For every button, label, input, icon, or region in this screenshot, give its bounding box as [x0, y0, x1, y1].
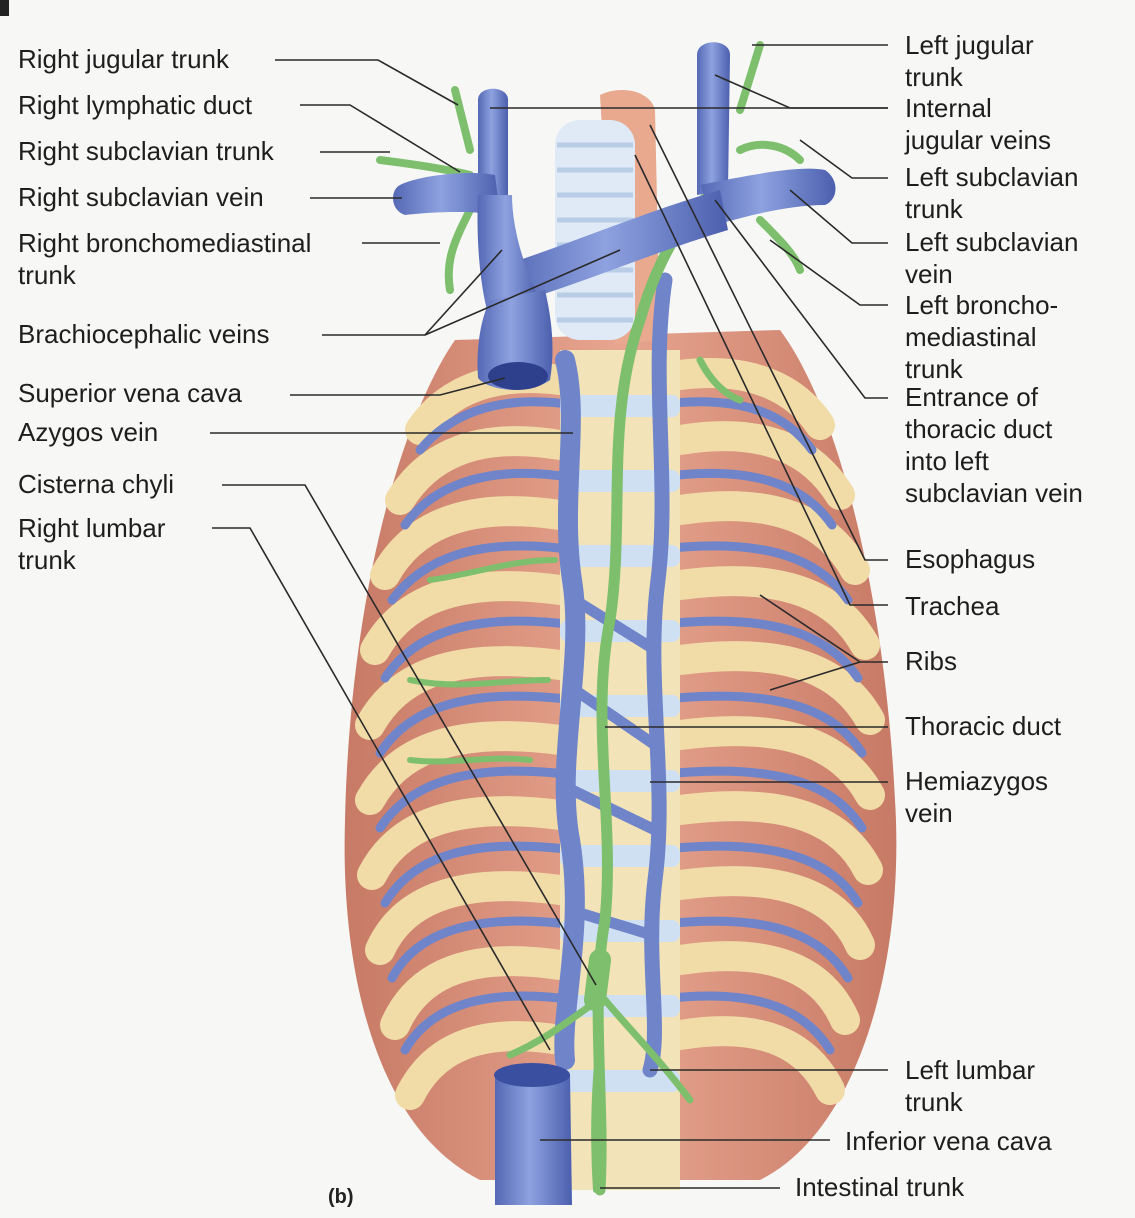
left-internal-jugular-vein [697, 42, 730, 195]
svc-opening [488, 362, 548, 390]
label-right-subclavian-trunk: Right subclavian trunk [18, 135, 274, 167]
ivc-opening [494, 1063, 570, 1087]
label-left-lumbar-trunk: Left lumbar trunk [905, 1054, 1035, 1118]
label-inferior-vena-cava: Inferior vena cava [845, 1125, 1052, 1157]
label-left-subclavian-trunk: Left subclavian trunk [905, 161, 1078, 225]
label-right-subclavian-vein: Right subclavian vein [18, 181, 264, 213]
label-cisterna-chyli: Cisterna chyli [18, 468, 174, 500]
label-trachea: Trachea [905, 590, 999, 622]
label-right-bronchomediastinal-trunk: Right bronchomediastinal trunk [18, 227, 311, 291]
cisterna-chyli-swelling [595, 960, 600, 1000]
label-azygos-vein: Azygos vein [18, 416, 158, 448]
panel-label: (b) [328, 1186, 354, 1209]
label-ribs: Ribs [905, 645, 957, 677]
label-right-lymphatic-duct: Right lymphatic duct [18, 89, 252, 121]
label-left-subclavian-vein: Left subclavian vein [905, 226, 1078, 290]
label-superior-vena-cava: Superior vena cava [18, 377, 242, 409]
label-intestinal-trunk: Intestinal trunk [795, 1171, 964, 1203]
label-left-jugular-trunk: Left jugular trunk [905, 29, 1034, 93]
corner-marker [0, 0, 9, 16]
label-right-jugular-trunk: Right jugular trunk [18, 43, 229, 75]
label-esophagus: Esophagus [905, 543, 1035, 575]
label-left-bronchomediastinal-trunk: Left broncho- mediastinal trunk [905, 289, 1058, 385]
label-entrance-thoracic-duct: Entrance of thoracic duct into left subc… [905, 381, 1083, 509]
label-right-lumbar-trunk: Right lumbar trunk [18, 512, 165, 576]
label-brachiocephalic-veins: Brachiocephalic veins [18, 318, 269, 350]
azygos-vein [564, 360, 575, 1060]
label-internal-jugular-veins: Internal jugular veins [905, 92, 1051, 156]
label-hemiazygos-vein: Hemiazygos vein [905, 765, 1048, 829]
label-thoracic-duct: Thoracic duct [905, 710, 1061, 742]
